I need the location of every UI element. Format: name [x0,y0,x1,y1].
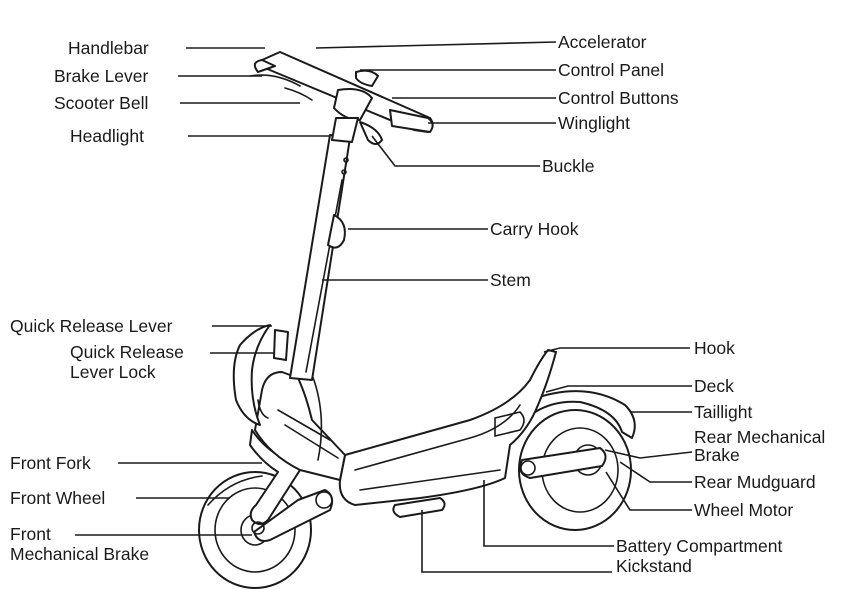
label-headlight: Headlight [70,126,144,146]
label-wheel-motor: Wheel Motor [694,500,793,520]
label-hook: Hook [694,338,735,358]
label-scooter-bell: Scooter Bell [54,93,148,113]
label-front-mechanical-brake-line2: Mechanical Brake [10,544,149,564]
label-winglight: Winglight [558,113,630,133]
label-rear-mechanical-brake-line1: Rear Mechanical [694,427,825,447]
label-quick-release-lever-lock-line2: Lever Lock [70,362,156,382]
label-buckle: Buckle [542,156,595,176]
label-quick-release-lever-lock-line1: Quick Release [70,342,184,362]
label-taillight: Taillight [694,402,752,422]
scooter-illustration [198,51,636,589]
label-quick-release-lever: Quick Release Lever [10,316,173,336]
label-control-panel: Control Panel [558,60,664,80]
label-handlebar: Handlebar [68,38,149,58]
label-kickstand: Kickstand [616,556,692,576]
frame-neck [254,371,346,481]
label-front-wheel: Front Wheel [10,488,105,508]
label-control-buttons: Control Buttons [558,88,679,108]
leader-lines [75,41,693,573]
stem-shape [289,134,351,381]
label-front-fork: Front Fork [10,453,91,473]
rear-mudguard-shape [529,390,636,439]
label-front-mechanical-brake-line1: Front [10,524,51,544]
label-rear-mudguard: Rear Mudguard [694,472,816,492]
label-brake-lever: Brake Lever [54,66,149,86]
front-wheel-shape [198,471,312,589]
label-carry-hook: Carry Hook [490,219,579,239]
label-rear-mechanical-brake-line2: Brake [694,445,740,465]
labels: Handlebar Brake Lever Scooter Bell Headl… [10,32,825,576]
label-stem: Stem [490,270,531,290]
kickstand-shape [392,497,446,518]
deck-shape [338,349,557,506]
label-accelerator: Accelerator [558,32,647,52]
label-battery-compartment: Battery Compartment [616,536,782,556]
label-deck: Deck [694,376,734,396]
